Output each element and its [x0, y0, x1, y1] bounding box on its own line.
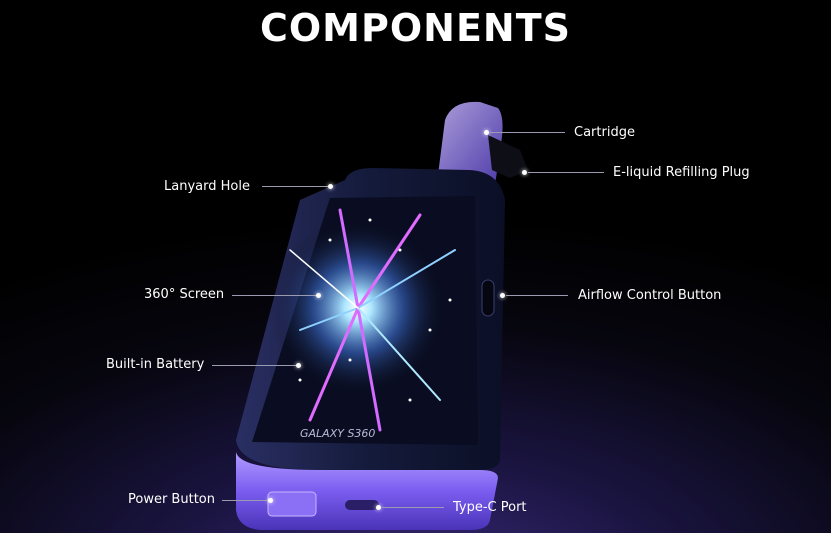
screen-label: 360° Screen: [144, 287, 225, 302]
power-button-label: Power Button: [128, 492, 215, 507]
airflow-label: Airflow Control Button: [578, 288, 722, 303]
screen-rays: [289, 208, 456, 432]
refilling-plug-line: [528, 172, 604, 173]
device-logo: GALAXY S360: [300, 427, 375, 440]
power-button-shape: [267, 491, 317, 517]
screen-dot: [316, 293, 321, 298]
lanyard-hole-dot: [328, 184, 333, 189]
cartridge-dot: [484, 130, 489, 135]
typec-port-shape: [345, 500, 379, 510]
refilling-plug-shape: [488, 135, 528, 178]
page-title: COMPONENTS: [259, 6, 571, 50]
battery-line: [212, 365, 296, 366]
refilling-plug-label: E-liquid Refilling Plug: [613, 165, 750, 180]
screen-line: [232, 295, 316, 296]
refilling-plug-dot: [522, 170, 527, 175]
typec-line: [382, 507, 444, 508]
cartridge-shape: [438, 101, 503, 185]
power-button-dot: [268, 498, 273, 503]
typec-dot: [376, 505, 381, 510]
battery-dot: [296, 363, 301, 368]
typec-label: Type-C Port: [453, 500, 527, 515]
power-button-line: [222, 500, 268, 501]
airflow-line: [506, 295, 568, 296]
battery-label: Built-in Battery: [106, 357, 205, 372]
airflow-dot: [500, 293, 505, 298]
lanyard-hole-label: Lanyard Hole: [164, 179, 250, 194]
screen-sparkles: [298, 218, 452, 402]
cartridge-line: [490, 132, 565, 133]
airflow-slot: [481, 279, 495, 317]
lanyard-hole-line: [262, 186, 328, 187]
cartridge-label: Cartridge: [574, 125, 635, 140]
